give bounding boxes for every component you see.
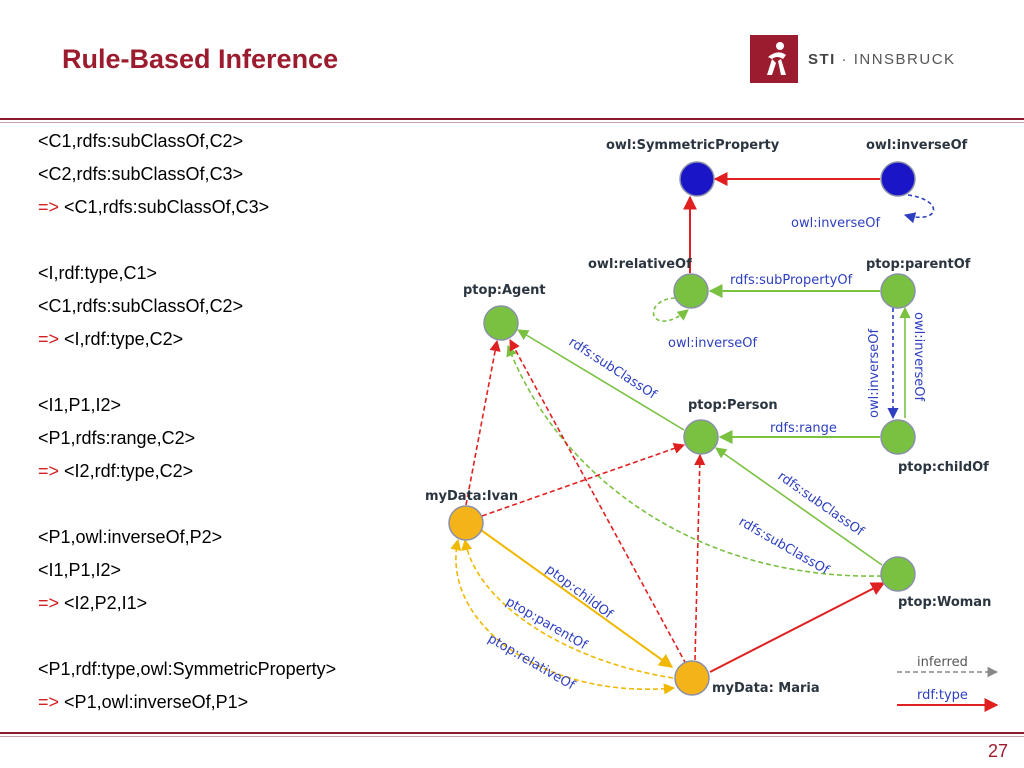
rule-text: <I2,rdf:type,C2> bbox=[64, 461, 194, 481]
inferred-arrow: => bbox=[38, 692, 60, 712]
edge-maria-type-agent-inferred bbox=[509, 339, 687, 665]
sti-logo-mark-icon bbox=[750, 35, 798, 83]
node-child-of bbox=[880, 419, 916, 455]
rule-text: <P1,owl:inverseOf,P1> bbox=[64, 692, 249, 712]
edge-inverseof-self-loop bbox=[903, 194, 935, 224]
rule-line: => <C1,rdfs:subClassOf,C3> bbox=[38, 191, 336, 224]
node-maria bbox=[674, 660, 710, 696]
edge-maria-parentof-ivan-inferred bbox=[461, 538, 674, 679]
logo-separator: · bbox=[841, 51, 849, 68]
rule-text: <I2,P2,I1> bbox=[64, 593, 148, 613]
rule-text: <P1,rdfs:range,C2> bbox=[38, 428, 196, 448]
edge-label-woman-agent-subclass: rdfs:subClassOf bbox=[736, 514, 832, 578]
rule-line: <I1,P1,I2> bbox=[38, 389, 336, 422]
rule-line: => <I2,rdf:type,C2> bbox=[38, 455, 336, 488]
label-agent: ptop:Agent bbox=[463, 283, 546, 298]
edge-label-range: rdfs:range bbox=[770, 421, 837, 436]
rule-line: <P1,owl:inverseOf,P2> bbox=[38, 521, 336, 554]
edge-label-woman-subclass: rdfs:subClassOf bbox=[775, 469, 867, 540]
rule-text: <I,rdf:type,C1> bbox=[38, 263, 158, 283]
rule-line: <P1,rdfs:range,C2> bbox=[38, 422, 336, 455]
label-relative-of: owl:relativeOf bbox=[588, 257, 692, 272]
rule-text: <C1,rdfs:subClassOf,C2> bbox=[38, 296, 244, 316]
edge-label-subproperty: rdfs:subPropertyOf bbox=[730, 273, 853, 288]
rule-text: <C2,rdfs:subClassOf,C3> bbox=[38, 164, 244, 184]
rule-text: <I,rdf:type,C2> bbox=[64, 329, 184, 349]
rule-text: <I1,P1,I2> bbox=[38, 560, 122, 580]
inferred-arrow: => bbox=[38, 461, 60, 481]
inference-rules-list: <C1,rdfs:subClassOf,C2> <C2,rdfs:subClass… bbox=[38, 125, 336, 719]
edge-ivan-type-agent-inferred bbox=[465, 339, 501, 506]
rule-text: <C1,rdfs:subClassOf,C3> bbox=[64, 197, 270, 217]
node-inverse-of bbox=[880, 161, 916, 197]
node-person bbox=[683, 419, 719, 455]
node-woman bbox=[880, 556, 916, 592]
slide-title: Rule-Based Inference bbox=[62, 44, 339, 74]
inferred-arrow: => bbox=[38, 197, 60, 217]
footer-divider-thin bbox=[0, 736, 1024, 737]
rule-text: <C1,rdfs:subClassOf,C2> bbox=[38, 131, 244, 151]
edge-person-subclass-agent bbox=[517, 329, 685, 431]
edge-woman-subclass-person bbox=[715, 447, 883, 566]
label-symmetric-property: owl:SymmetricProperty bbox=[606, 138, 780, 153]
inferred-arrow: => bbox=[38, 593, 60, 613]
edge-label-relative-inverse: owl:inverseOf bbox=[668, 336, 757, 351]
edge-ivan-type-person-inferred bbox=[481, 443, 686, 517]
rule-line: => <P1,owl:inverseOf,P1> bbox=[38, 686, 336, 719]
node-relative-of bbox=[673, 273, 709, 309]
rule-line: <P1,rdf:type,owl:SymmetricProperty> bbox=[38, 653, 336, 686]
logo-wordmark: STI · INNSBRUCK bbox=[808, 51, 956, 68]
node-ivan bbox=[448, 505, 484, 541]
label-inverse-of: owl:inverseOf bbox=[866, 138, 968, 153]
legend-inferred-label: inferred bbox=[917, 655, 968, 670]
rule-line: <C2,rdfs:subClassOf,C3> bbox=[38, 158, 336, 191]
rule-text: <P1,rdf:type,owl:SymmetricProperty> bbox=[38, 659, 337, 679]
node-symmetric-property bbox=[679, 161, 715, 197]
legend-rdf-type-label: rdf:type bbox=[917, 688, 968, 703]
header-divider-thin bbox=[0, 122, 1024, 123]
rule-line: <I,rdf:type,C1> bbox=[38, 257, 336, 290]
inferred-arrow: => bbox=[38, 329, 60, 349]
node-agent bbox=[483, 305, 519, 341]
rule-text: <I1,P1,I2> bbox=[38, 395, 122, 415]
rule-line: => <I,rdf:type,C2> bbox=[38, 323, 336, 356]
rule-line: <C1,rdfs:subClassOf,C2> bbox=[38, 125, 336, 158]
edge-woman-subclass-agent-inferred bbox=[506, 344, 883, 577]
label-child-of: ptop:childOf bbox=[898, 460, 989, 475]
page-number: 27 bbox=[987, 741, 1008, 761]
header-divider bbox=[0, 118, 1024, 120]
rule-line: <I1,P1,I2> bbox=[38, 554, 336, 587]
logo-brand: STI bbox=[808, 51, 836, 68]
logo-name: INNSBRUCK bbox=[853, 51, 956, 68]
edge-label-person-subclass: rdfs:subClassOf bbox=[566, 335, 660, 403]
label-woman: ptop:Woman bbox=[898, 595, 991, 610]
footer-divider bbox=[0, 732, 1024, 734]
edge-label-child-parent-inverse: owl:inverseOf bbox=[911, 312, 926, 401]
label-maria: myData: Maria bbox=[712, 681, 820, 696]
label-ivan: myData:Ivan bbox=[425, 489, 518, 504]
edge-relativeof-inferred bbox=[450, 538, 676, 695]
edge-label-inverse-self: owl:inverseOf bbox=[791, 216, 880, 231]
rule-line: <C1,rdfs:subClassOf,C2> bbox=[38, 290, 336, 323]
rule-text: <P1,owl:inverseOf,P2> bbox=[38, 527, 223, 547]
label-person: ptop:Person bbox=[688, 398, 778, 413]
edge-relative-self-loop bbox=[652, 297, 689, 322]
sti-innsbruck-logo: STI · INNSBRUCK bbox=[750, 35, 954, 83]
node-parent-of bbox=[880, 273, 916, 309]
label-parent-of: ptop:parentOf bbox=[866, 257, 971, 272]
edge-label-parent-child-inverse: owl:inverseOf bbox=[867, 329, 882, 418]
rule-line: => <I2,P2,I1> bbox=[38, 587, 336, 620]
edge-maria-type-person-inferred bbox=[694, 453, 706, 661]
edge-label-child-of: ptop:childOf bbox=[543, 562, 616, 622]
edge-maria-type-woman bbox=[709, 582, 886, 673]
